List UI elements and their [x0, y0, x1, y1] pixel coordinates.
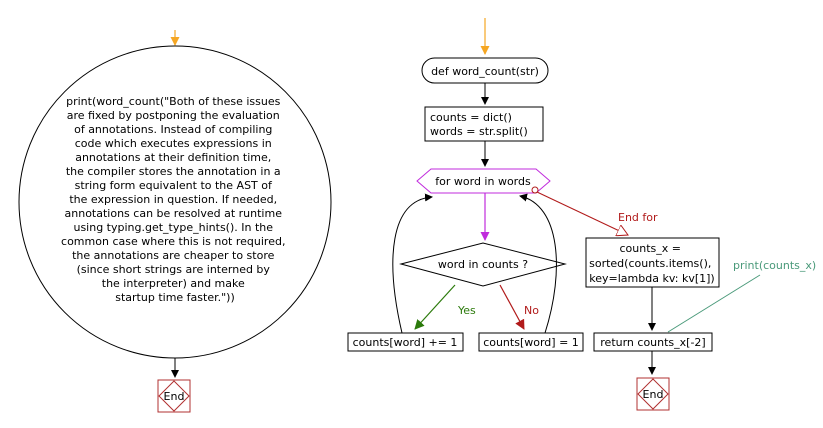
assign-label: counts[word] = 1: [483, 336, 579, 349]
end-label-left: End: [164, 390, 185, 403]
def-node: def word_count(str): [421, 57, 549, 84]
print-line: are fixed by postponing the evaluation: [67, 109, 280, 122]
end-for-label: End for: [618, 211, 658, 224]
print-line: annotations at their definition time,: [75, 151, 271, 164]
print-line: annotations can be resolved at runtime: [65, 207, 283, 220]
yes-arrow: [414, 284, 456, 330]
sorted-line: key=lambda kv: kv[1]): [589, 272, 714, 285]
print-line: code which executes expressions in: [75, 137, 272, 150]
sorted-line: sorted(counts.items(),: [589, 257, 711, 270]
print-line: print(word_count("Both of these issues: [66, 95, 281, 108]
print-line: of annotations. Instead of compiling: [74, 123, 272, 136]
print-line: common case where this is not required,: [61, 235, 285, 248]
end-label-right: End: [643, 388, 664, 401]
loop-node: for word in words: [416, 168, 551, 194]
end-for-dot: [531, 186, 539, 194]
no-label: No: [524, 304, 539, 317]
assign-box: counts[word] = 1: [478, 332, 584, 352]
init-line: counts = dict(): [430, 111, 512, 124]
increment-box: counts[word] += 1: [347, 332, 464, 352]
return-label: return counts_x[-2]: [600, 336, 705, 349]
sorted-text: counts_x = sorted(counts.items(), key=la…: [589, 242, 715, 285]
print-line: the interpreter) and make: [102, 277, 245, 290]
def-label: def word_count(str): [431, 65, 539, 78]
print-line: the compiler stores the annotation in a: [66, 165, 281, 178]
loopback-no: [519, 193, 557, 334]
print-counts-connector: [667, 274, 761, 333]
condition-node: word in counts ?: [399, 242, 567, 287]
loop-label: for word in words: [435, 175, 531, 188]
return-box: return counts_x[-2]: [593, 332, 713, 352]
end-node-left: End: [157, 379, 191, 413]
loopback-yes: [392, 193, 433, 334]
print-line: using typing.get_type_hints(). In the: [73, 221, 273, 234]
end-for-arrow: [536, 191, 628, 235]
print-line: (since short strings are interned by: [77, 263, 271, 276]
init-box: counts = dict() words = str.split(): [424, 106, 544, 142]
print-line: startup time faster.")): [115, 291, 235, 304]
print-line: the annotations are cheaper to store: [72, 249, 274, 262]
condition-label: word in counts ?: [438, 258, 528, 271]
sorted-line: counts_x =: [620, 242, 682, 255]
init-line: words = str.split(): [430, 125, 528, 138]
print-line: string form equivalent to the AST of: [75, 179, 273, 192]
yes-label: Yes: [457, 304, 476, 317]
print-call-text: print(word_count("Both of these issues a…: [61, 95, 289, 304]
sorted-box: counts_x = sorted(counts.items(), key=la…: [585, 237, 720, 288]
init-text: counts = dict() words = str.split(): [430, 111, 528, 138]
no-arrow: [499, 284, 525, 330]
end-node-right: End: [636, 377, 670, 411]
increment-label: counts[word] += 1: [353, 336, 458, 349]
print-line: the expression in question. If needed,: [69, 193, 277, 206]
print-counts-label: print(counts_x): [733, 259, 816, 272]
